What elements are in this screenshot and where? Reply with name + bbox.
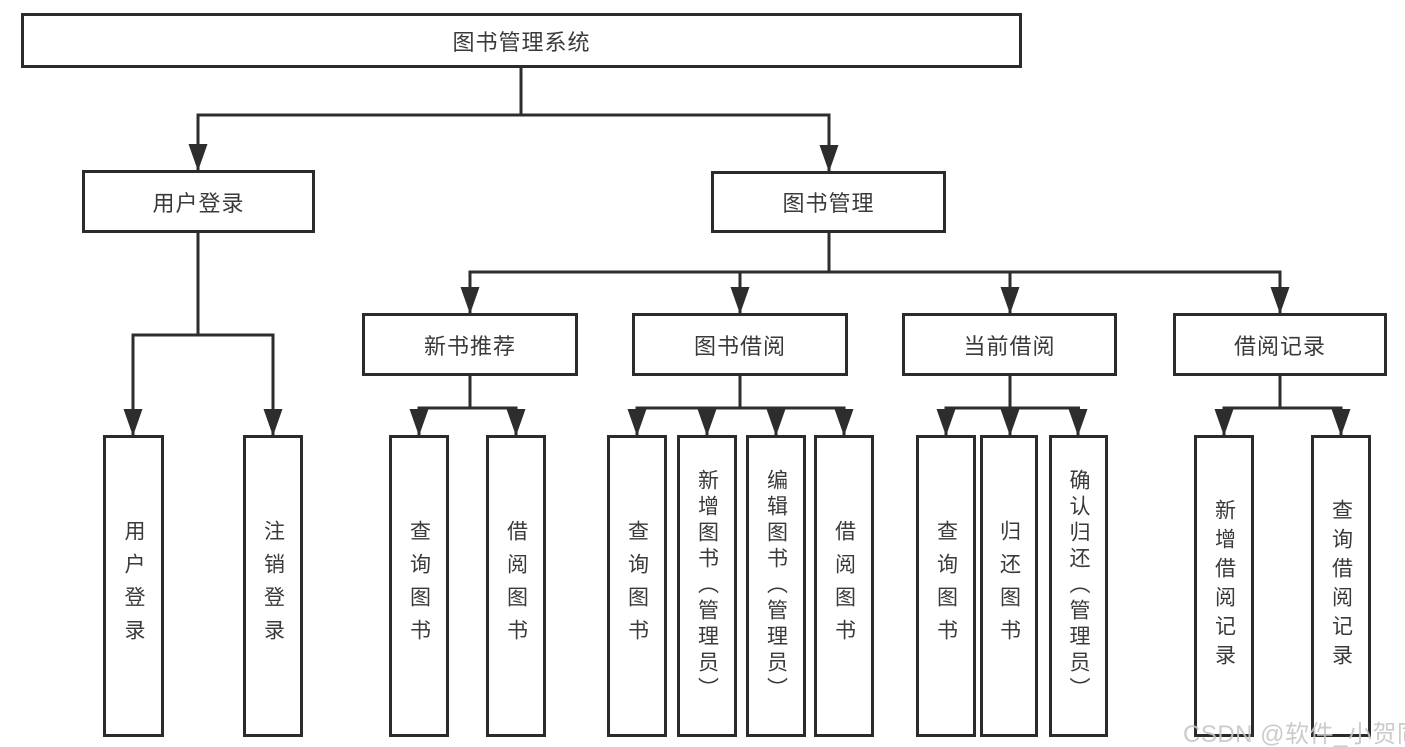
leaf-cb-return-books-label: 归还图书 — [997, 520, 1021, 652]
node-book-management-label: 图书管理 — [782, 191, 875, 216]
leaf-cb-query-books: 查询图书 — [916, 435, 976, 737]
leaf-br-add-record-label: 新增借阅记录 — [1212, 499, 1236, 673]
leaf-bb-edit-books-admin: 编辑图书（管理员） — [746, 435, 806, 737]
leaf-nbr-query-books-label: 查询图书 — [407, 520, 431, 652]
leaf-user-login-label: 用户登录 — [122, 520, 145, 652]
node-book-borrowing: 图书借阅 — [632, 313, 848, 376]
node-borrowing-records-label: 借阅记录 — [1233, 333, 1326, 359]
leaf-br-add-record: 新增借阅记录 — [1194, 435, 1254, 737]
leaf-nbr-borrow-books: 借阅图书 — [486, 435, 546, 737]
leaf-cb-confirm-return-admin: 确认归还（管理员） — [1049, 435, 1108, 737]
node-current-borrowing-label: 当前借阅 — [963, 333, 1056, 359]
csdn-watermark: CSDN @软件_小贺同学 — [1183, 721, 1405, 747]
connector-book-borrowing-to-leaves — [627, 376, 854, 436]
leaf-bb-query-books: 查询图书 — [607, 435, 667, 737]
leaf-br-query-record-label: 查询借阅记录 — [1329, 499, 1353, 673]
node-book-management: 图书管理 — [711, 171, 946, 233]
leaf-bb-query-books-label: 查询图书 — [625, 520, 649, 652]
node-library-system-label: 图书管理系统 — [452, 29, 591, 55]
leaf-cb-return-books: 归还图书 — [980, 435, 1038, 737]
connector-root-to-level1 — [188, 68, 839, 172]
leaf-bb-borrow-books-label: 借阅图书 — [832, 520, 856, 652]
node-borrowing-records: 借阅记录 — [1173, 313, 1387, 376]
connector-current-borrowing-to-leaves — [936, 376, 1088, 436]
leaf-bb-borrow-books: 借阅图书 — [814, 435, 874, 737]
connector-borrowing-records-to-leaves — [1214, 376, 1351, 436]
node-library-system: 图书管理系统 — [21, 13, 1022, 68]
leaf-logout-label: 注销登录 — [261, 520, 285, 652]
connector-new-book-recommend-to-leaves — [409, 376, 526, 436]
leaf-user-login: 用户登录 — [103, 435, 164, 737]
node-book-borrowing-label: 图书借阅 — [693, 333, 786, 359]
connector-user-login-to-leaves — [123, 233, 283, 436]
leaf-cb-confirm-return-admin-label: 确认归还（管理员） — [1067, 469, 1090, 703]
leaf-bb-edit-books-admin-label: 编辑图书（管理员） — [764, 469, 788, 703]
leaf-nbr-borrow-books-label: 借阅图书 — [504, 520, 528, 652]
leaf-bb-add-books-admin: 新增图书（管理员） — [677, 435, 737, 737]
leaf-nbr-query-books: 查询图书 — [389, 435, 449, 737]
node-current-borrowing: 当前借阅 — [902, 313, 1117, 376]
node-user-login-label: 用户登录 — [152, 190, 245, 216]
node-user-login: 用户登录 — [82, 170, 315, 233]
leaf-bb-add-books-admin-label: 新增图书（管理员） — [695, 469, 719, 703]
leaf-logout: 注销登录 — [243, 435, 303, 737]
node-new-book-recommend-label: 新书推荐 — [423, 333, 516, 359]
leaf-br-query-record: 查询借阅记录 — [1311, 435, 1371, 737]
node-new-book-recommend: 新书推荐 — [362, 313, 578, 376]
leaf-cb-query-books-label: 查询图书 — [934, 520, 958, 652]
connector-book-management-to-level2 — [460, 233, 1290, 314]
